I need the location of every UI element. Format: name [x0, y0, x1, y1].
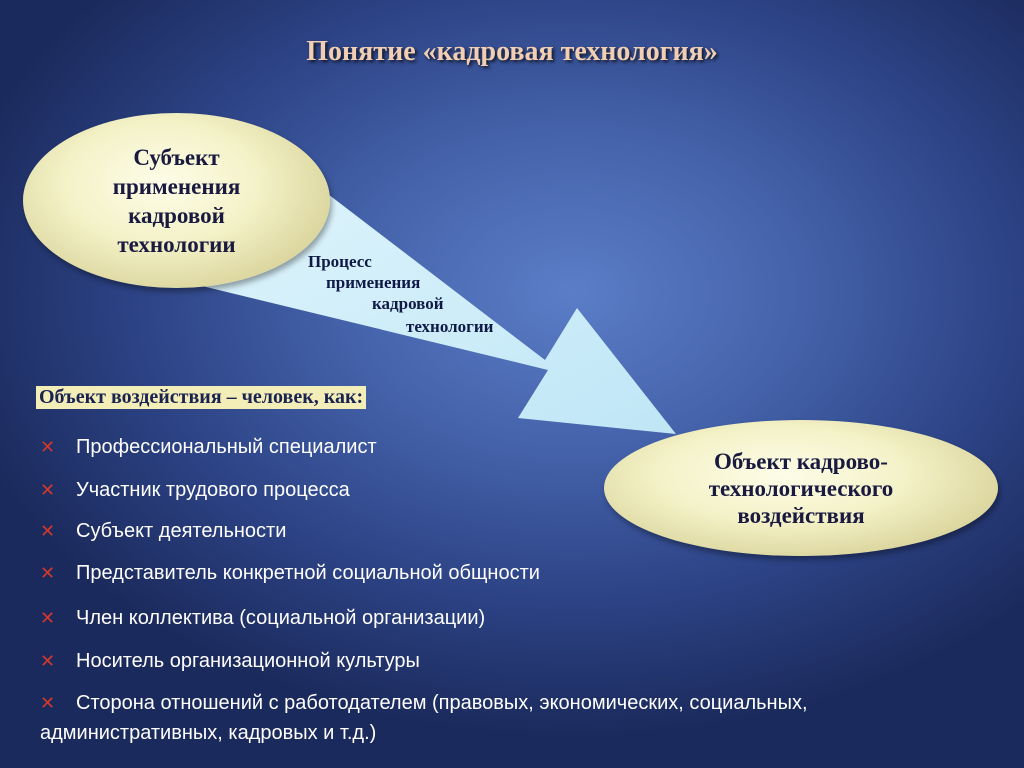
process-line: применения: [326, 273, 421, 292]
cross-icon: ✕: [40, 651, 56, 671]
list-item-text: Член коллектива (социальной организации): [76, 607, 486, 629]
list-item: ✕ Представитель конкретной социальной общ…: [40, 558, 540, 588]
list-item: ✕ Член коллектива (социальной организации…: [40, 603, 485, 633]
object-line: воздействия: [737, 502, 865, 528]
list-item: ✕ Носитель организационной культуры: [40, 646, 420, 676]
list-item-text: Субъект деятельности: [76, 520, 287, 542]
process-line: Процесс: [308, 252, 372, 271]
cross-icon: ✕: [40, 480, 56, 500]
cross-icon: ✕: [40, 521, 56, 541]
cross-icon: ✕: [40, 608, 56, 628]
object-line: технологического: [708, 475, 894, 501]
subject-line: технологии: [117, 231, 236, 257]
list-item-text: Носитель организационной культуры: [76, 650, 420, 672]
list-item-text: Представитель конкретной социальной общн…: [76, 562, 540, 584]
list-item: ✕Сторона отношений с работодателем (прав…: [40, 688, 970, 748]
object-ellipse: Объект кадрово- технологического воздейс…: [604, 420, 998, 556]
cross-icon: ✕: [40, 563, 56, 583]
subject-line: Субъект: [133, 144, 220, 170]
list-item-text: Сторона отношений с работодателем (право…: [40, 692, 808, 744]
cross-icon: ✕: [40, 437, 56, 457]
object-heading: Объект воздействия – человек, как:: [36, 386, 367, 409]
list-item: ✕ Участник трудового процесса: [40, 475, 350, 505]
list-item: ✕ Профессиональный специалист: [40, 432, 377, 462]
list-item-text: Участник трудового процесса: [76, 479, 350, 501]
list-item-text: Профессиональный специалист: [76, 436, 377, 458]
subject-line: кадровой: [128, 202, 225, 228]
object-line: Объект кадрово-: [714, 448, 888, 474]
cross-icon: ✕: [40, 693, 56, 713]
process-line: кадровой: [372, 294, 444, 313]
list-item: ✕ Субъект деятельности: [40, 516, 286, 546]
process-line: технологии: [406, 317, 494, 336]
subject-line: применения: [112, 173, 241, 199]
subject-ellipse: Субъект применения кадровой технологии: [23, 113, 330, 288]
slide-title: Понятие «кадровая технология»: [306, 36, 718, 67]
